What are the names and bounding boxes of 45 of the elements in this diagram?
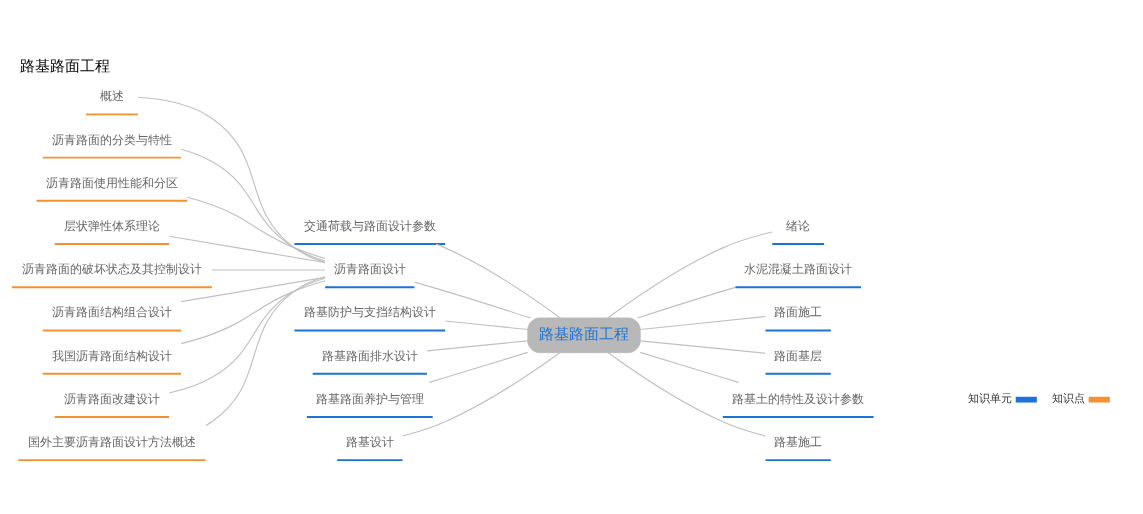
node-text: 层状弹性体系理论 xyxy=(63,217,160,233)
node-text: 路基施工 xyxy=(774,433,823,449)
connector xyxy=(444,319,529,330)
connector xyxy=(168,235,326,263)
connector xyxy=(636,286,736,319)
connector xyxy=(168,277,326,394)
node-text: 概述 xyxy=(99,87,124,103)
node-text: 沥青路面设计 xyxy=(333,260,406,276)
connector xyxy=(426,339,529,351)
node-text: 路基防护与支挡结构设计 xyxy=(303,303,436,319)
connector xyxy=(205,275,326,426)
node-text: 沥青路面的破坏状态及其控制设计 xyxy=(21,260,202,276)
node-text: 沥青路面的分类与特性 xyxy=(51,131,172,147)
diagram-title: 路基路面工程 xyxy=(20,56,111,75)
connector xyxy=(639,315,766,330)
legend-label: 知识单元 xyxy=(967,391,1012,404)
connector xyxy=(435,243,561,319)
connector xyxy=(639,351,740,383)
connector xyxy=(402,351,561,436)
node-text: 水泥混凝土路面设计 xyxy=(744,260,853,276)
node-text: 沥青路面结构组合设计 xyxy=(51,303,172,319)
node-text: 路基土的特性及设计参数 xyxy=(732,390,865,406)
connector xyxy=(211,268,326,271)
legend-label: 知识点 xyxy=(1052,391,1086,404)
node-text: 我国沥青路面结构设计 xyxy=(51,347,172,363)
node-text: 路基设计 xyxy=(345,433,394,449)
node-text: 交通荷载与路面设计参数 xyxy=(303,217,436,233)
connector xyxy=(137,96,326,263)
node-text: 路基路面养护与管理 xyxy=(315,390,424,406)
node-text: 路面施工 xyxy=(774,303,823,319)
connector xyxy=(607,230,773,319)
connector xyxy=(186,196,326,259)
node-text: 路面基层 xyxy=(774,347,823,363)
connector xyxy=(428,351,529,383)
node-box: 路基路面工程 xyxy=(527,317,641,353)
connector xyxy=(639,339,766,354)
node-text: 沥青路面使用性能和分区 xyxy=(45,174,178,190)
node-text: 路基路面排水设计 xyxy=(321,347,418,363)
connector xyxy=(180,279,326,344)
connector xyxy=(607,351,766,436)
connector xyxy=(413,281,532,319)
node-text: 绪论 xyxy=(786,217,811,233)
node-text: 沥青路面改建设计 xyxy=(63,390,160,406)
connector xyxy=(180,148,326,262)
node-text: 国外主要沥青路面设计方法概述 xyxy=(27,433,196,449)
